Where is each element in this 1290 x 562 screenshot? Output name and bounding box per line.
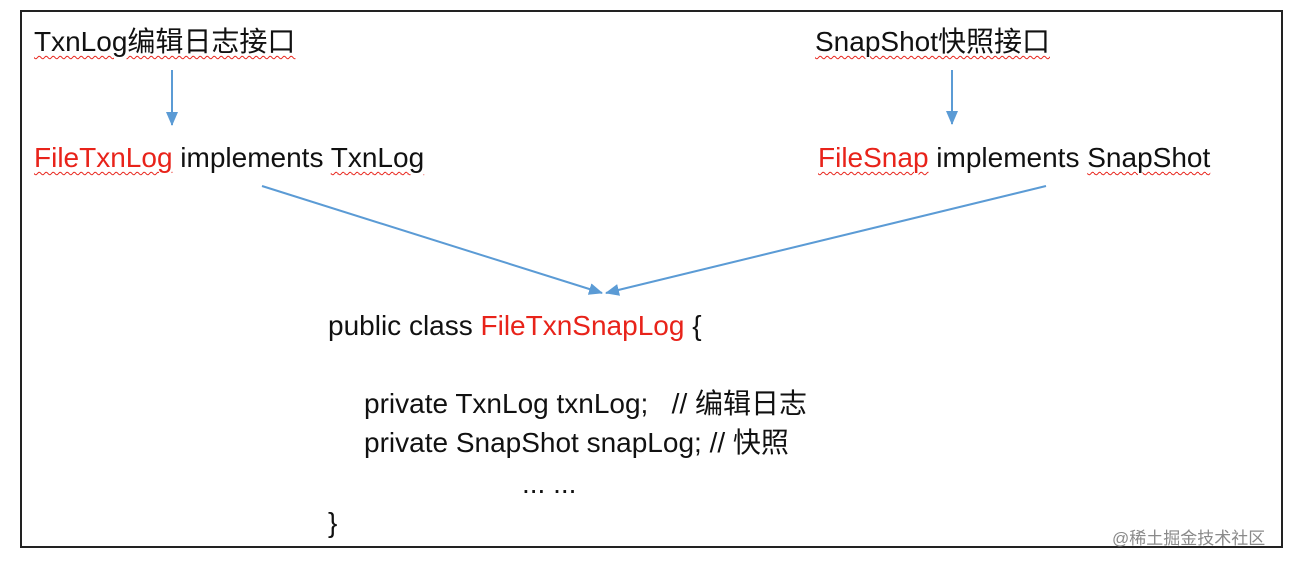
arrow-filesnap-to-filetxnsnaplog [605,185,1047,296]
filetxnlog-class-name: FileTxnLog [34,142,173,173]
filetxnlog-impl-line: FileTxnLog implements TxnLog [34,141,424,175]
class-declaration-line: public class FileTxnSnapLog { [328,309,702,343]
ellipsis-line: ... ... [522,468,577,499]
close-brace: } [328,507,338,538]
watermark: @稀土掘金技术社区 [1112,529,1266,548]
snaplog-field-line: private SnapShot snapLog; // 快照 [364,427,789,458]
filesnap-impl-line: FileSnap implements SnapShot [818,141,1210,175]
snapshot-interface-title: SnapShot快照接口 [815,26,1050,57]
class-decl-prefix: public class [328,310,473,341]
diagram-frame [20,10,1283,548]
snapshot-interface-name: SnapShot [1087,142,1211,173]
implements-keyword: implements [180,142,324,173]
open-brace: { [692,310,702,341]
txnlog-field-line: private TxnLog txnLog; // 编辑日志 [364,388,808,419]
arrow-filetxnlog-to-filetxnsnaplog [261,185,603,295]
filetxnsnaplog-class-name: FileTxnSnapLog [480,310,685,341]
implements-keyword: implements [936,142,1080,173]
filesnap-class-name: FileSnap [818,142,929,173]
txnlog-interface-name: TxnLog [330,142,425,173]
txnlog-interface-title: TxnLog编辑日志接口 [34,26,296,57]
